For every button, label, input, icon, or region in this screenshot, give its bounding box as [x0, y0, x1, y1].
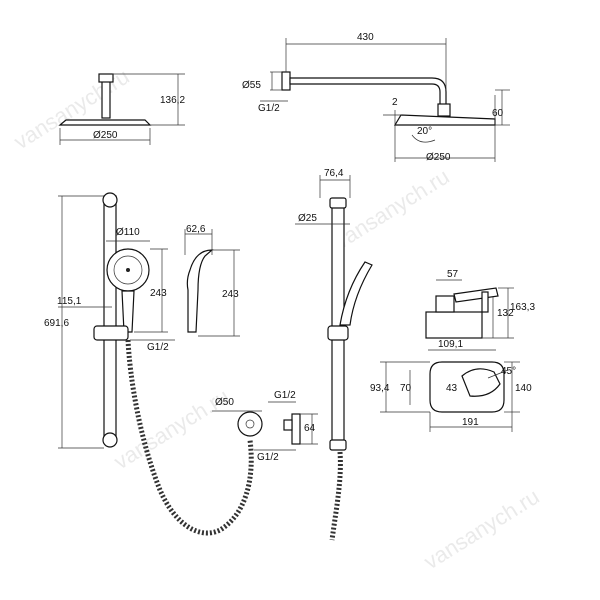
dim-mixer-width-top: 109,1 [438, 339, 463, 350]
dim-mixer-height-total: 163,3 [510, 302, 535, 313]
dim-mixer-plate-h: 93,4 [370, 383, 390, 394]
dim-head-angle: 20° [417, 126, 432, 137]
dim-mixer-height-box: 132 [497, 308, 514, 319]
dim-head-height: 136,2 [160, 95, 185, 106]
shower-flange [98, 73, 114, 83]
shower-arm [289, 77, 447, 109]
dim-mixer-center: 43 [446, 383, 458, 394]
mixer-side: 57 163,3 132 [425, 269, 535, 339]
dim-handshower-dia: Ø110 [116, 227, 140, 238]
wall-flange [281, 71, 291, 91]
overhead-shower-front: 136,2 Ø250 [58, 73, 185, 145]
dim-head-dia-small: Ø250 [93, 130, 118, 141]
dim-mixer-handle: 57 [447, 269, 459, 280]
rail-side-slider [327, 325, 349, 341]
dim-thread-top: G1/2 [258, 103, 280, 114]
dim-thread-elbow-bottom: G1/2 [257, 452, 279, 463]
dim-head-thickness: 2 [392, 97, 398, 108]
elbow-outlet [283, 419, 293, 431]
watermark-2: vansanych.ru [329, 164, 453, 255]
dim-mixer-plate-w: 140 [515, 383, 532, 394]
handshower-side: 62,6 243 [184, 224, 240, 337]
rail-bar [103, 195, 117, 437]
dim-flange-dia: Ø55 [242, 80, 261, 91]
elbow-front [237, 411, 263, 437]
rail-side-bottom [329, 439, 347, 451]
shower-hose [125, 339, 254, 536]
dim-head-dia-right: Ø250 [426, 152, 451, 163]
dim-rail-dia: Ø25 [298, 213, 317, 224]
dim-head-drop: 60 [492, 108, 504, 119]
wall-elbow: Ø50 G1/2 64 G1/2 [212, 390, 318, 463]
overhead-shower-side: 430 Ø55 G1/2 Ø250 2 60 20° [242, 32, 510, 163]
mixer-lever-front [461, 368, 501, 397]
rail-side-hose [329, 451, 343, 541]
dim-elbow-depth: 64 [304, 423, 316, 434]
watermark-4: vansanych.ru [419, 484, 543, 575]
shower-rail-front: 691,6 115,1 Ø110 243 G1/2 [44, 192, 254, 536]
dim-thread-elbow-top: G1/2 [274, 390, 296, 401]
dim-arm-length: 430 [357, 32, 374, 43]
dim-handshower-len-front: 243 [150, 288, 167, 299]
mixer-lever [453, 287, 499, 303]
mixer-body [435, 295, 455, 313]
mixer-plate-side [481, 291, 489, 313]
handshower-side-body [186, 249, 214, 333]
head-joint [437, 103, 451, 117]
rail-side-top [329, 197, 347, 209]
handshower-on-rail [339, 261, 373, 326]
dim-handshower-thickness: 62,6 [186, 224, 206, 235]
dim-rail-height: 691,6 [44, 318, 69, 329]
dim-thread-hand: G1/2 [147, 342, 169, 353]
rail-top-cap [102, 192, 118, 208]
dim-mixer-angle: 45° [501, 366, 516, 377]
elbow-side-plate [291, 413, 301, 445]
dim-rail-offset: 115,1 [57, 296, 82, 307]
dim-elbow-dia: Ø50 [215, 397, 234, 408]
rail-bottom-cap [102, 432, 118, 448]
shower-stem [101, 79, 111, 119]
handshower-handle [121, 290, 135, 333]
shower-rail-side: 76,4 Ø25 [295, 168, 373, 541]
dim-mixer-plate-inner: 70 [400, 383, 412, 394]
mixer-front: 109,1 45° 93,4 70 43 140 191 [370, 339, 532, 432]
slider-holder [93, 325, 129, 341]
dim-mixer-plate-total: 191 [462, 417, 479, 428]
dim-handshower-len-side: 243 [222, 289, 239, 300]
mixer-box [425, 311, 483, 339]
dim-rail-width: 76,4 [324, 168, 344, 179]
shower-head [58, 119, 152, 126]
